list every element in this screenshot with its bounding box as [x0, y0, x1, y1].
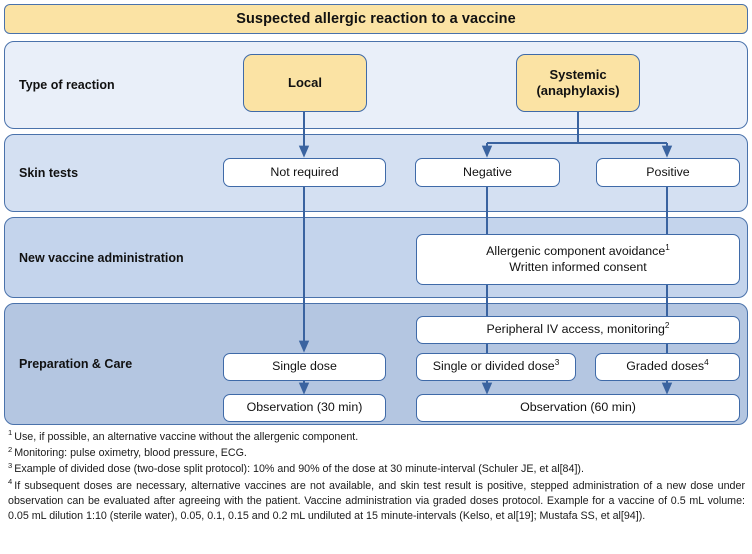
node-single-or-divided-dose[interactable]: Single or divided dose3 — [416, 353, 576, 381]
footnote-ref-1: 1 — [665, 243, 670, 253]
node-peripheral-iv-label: Peripheral IV access, monitoring2 — [486, 321, 670, 337]
footnote-ref-3: 3 — [554, 358, 560, 368]
node-avoidance-label: Allergenic component avoidance1 — [486, 243, 670, 259]
row-label-type-of-reaction: Type of reaction — [19, 78, 115, 92]
chart-title: Suspected allergic reaction to a vaccine — [236, 11, 516, 27]
node-allergenic-avoidance-consent[interactable]: Allergenic component avoidance1 Written … — [416, 234, 740, 285]
footnote-1-marker: 1 — [8, 428, 13, 438]
node-graded-doses-label: Graded doses4 — [626, 358, 709, 374]
node-negative-label: Negative — [463, 164, 512, 179]
footnote-4-marker: 4 — [8, 477, 13, 486]
footnote-2-text: Monitoring: pulse oximetry, blood pressu… — [14, 447, 247, 460]
node-observation-60-min[interactable]: Observation (60 min) — [416, 394, 740, 422]
row-label-skin-tests: Skin tests — [19, 166, 79, 180]
footnote-3-marker: 3 — [8, 460, 13, 470]
node-systemic-label-line2: (anaphylaxis) — [536, 83, 620, 98]
node-peripheral-iv-monitoring[interactable]: Peripheral IV access, monitoring2 — [416, 316, 740, 344]
node-systemic-anaphylaxis[interactable]: Systemic (anaphylaxis) — [516, 54, 640, 112]
node-systemic-label-line1: Systemic — [549, 67, 607, 83]
node-positive[interactable]: Positive — [596, 158, 740, 187]
node-observation-30-label: Observation (30 min) — [246, 400, 363, 415]
footnote-4-text: If subsequent doses are necessary, alter… — [8, 479, 745, 522]
footnote-2-marker: 2 — [8, 444, 13, 454]
node-written-consent-label: Written informed consent — [509, 259, 647, 274]
footnote-3-text: Example of divided dose (two-dose split … — [14, 463, 584, 476]
node-local-label: Local — [288, 75, 322, 91]
node-observation-60-label: Observation (60 min) — [520, 400, 636, 415]
node-negative[interactable]: Negative — [415, 158, 560, 187]
footnote-1-text: Use, if possible, an alternative vaccine… — [14, 431, 359, 443]
node-graded-doses[interactable]: Graded doses4 — [595, 353, 740, 381]
node-single-or-divided-dose-label: Single or divided dose3 — [432, 358, 560, 374]
node-positive-label: Positive — [646, 164, 690, 179]
row-label-new-vaccine-administration: New vaccine administration — [19, 250, 184, 265]
node-single-dose-label: Single dose — [272, 359, 337, 374]
chart-title-banner: Suspected allergic reaction to a vaccine — [4, 4, 748, 34]
node-local[interactable]: Local — [243, 54, 367, 112]
node-not-required-label: Not required — [270, 164, 339, 179]
node-not-required[interactable]: Not required — [223, 158, 386, 187]
footnote-ref-4: 4 — [704, 358, 709, 368]
footnote-ref-2: 2 — [664, 321, 670, 331]
node-single-dose[interactable]: Single dose — [223, 353, 386, 381]
row-label-preparation-and-care: Preparation & Care — [19, 357, 133, 371]
node-observation-30-min[interactable]: Observation (30 min) — [223, 394, 386, 422]
